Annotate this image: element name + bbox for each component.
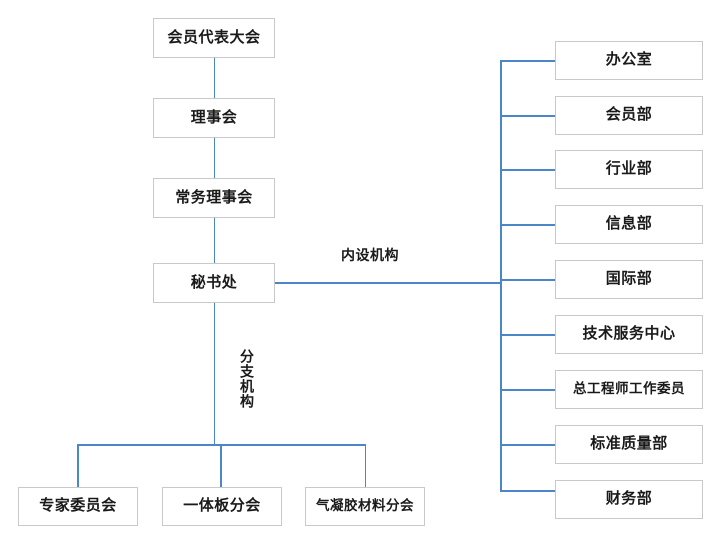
node-integrated-board[interactable]: 一体板分会 — [162, 487, 282, 526]
node-council[interactable]: 理事会 — [153, 98, 275, 138]
node-chief-engineer-label: 总工程师工作委员 — [573, 381, 685, 397]
node-secretariat[interactable]: 秘书处 — [153, 263, 275, 303]
connector-standing-to-secretariat — [213, 218, 215, 263]
node-integrated-board-label: 一体板分会 — [183, 497, 261, 515]
connector-stub-chief-engineer — [500, 389, 555, 391]
node-membership-label: 会员部 — [605, 106, 653, 124]
node-standard-quality-label: 标准质量部 — [590, 435, 668, 453]
connector-stub-industry — [500, 169, 555, 171]
connector-stub-office — [500, 60, 555, 62]
connector-secretariat-to-internal-trunk — [275, 282, 501, 284]
node-information-label: 信息部 — [605, 215, 653, 233]
node-standing-council-label: 常务理事会 — [175, 188, 253, 206]
node-chief-engineer[interactable]: 总工程师工作委员 — [555, 370, 703, 409]
node-tech-service[interactable]: 技术服务中心 — [555, 315, 703, 354]
connector-drop-aerogel-material — [364, 444, 366, 488]
node-expert-committee[interactable]: 专家委员会 — [18, 487, 138, 526]
connector-stub-information — [500, 224, 555, 226]
node-standing-council[interactable]: 常务理事会 — [153, 178, 275, 218]
connector-council-to-standing — [213, 138, 215, 178]
connector-stub-international — [500, 279, 555, 281]
node-council-label: 理事会 — [190, 108, 238, 126]
node-office[interactable]: 办公室 — [555, 41, 703, 80]
node-assembly[interactable]: 会员代表大会 — [153, 18, 275, 58]
connector-stub-tech-service — [500, 334, 555, 336]
node-finance[interactable]: 财务部 — [555, 480, 703, 519]
node-international[interactable]: 国际部 — [555, 260, 703, 299]
node-standard-quality[interactable]: 标准质量部 — [555, 425, 703, 464]
connector-branch-bus — [77, 444, 366, 446]
node-secretariat-label: 秘书处 — [190, 273, 238, 291]
node-office-label: 办公室 — [605, 51, 653, 69]
node-finance-label: 财务部 — [605, 490, 653, 508]
node-aerogel-material[interactable]: 气凝胶材料分会 — [305, 487, 425, 526]
connector-secretariat-to-branch-bus — [213, 303, 215, 445]
connector-drop-expert-committee — [77, 444, 79, 488]
node-membership[interactable]: 会员部 — [555, 96, 703, 135]
connector-stub-membership — [500, 115, 555, 117]
node-information[interactable]: 信息部 — [555, 205, 703, 244]
node-expert-committee-label: 专家委员会 — [39, 497, 117, 515]
node-aerogel-material-label: 气凝胶材料分会 — [316, 498, 414, 514]
node-tech-service-label: 技术服务中心 — [582, 325, 676, 343]
node-assembly-label: 会员代表大会 — [167, 28, 261, 46]
edge-label-internal: 内设机构 — [341, 245, 399, 265]
connector-assembly-to-council — [213, 57, 215, 98]
node-industry[interactable]: 行业部 — [555, 150, 703, 189]
edge-label-branch: 分支机构 — [239, 347, 255, 411]
connector-stub-standard-quality — [500, 444, 555, 446]
connector-stub-finance — [500, 490, 555, 492]
node-industry-label: 行业部 — [605, 160, 653, 178]
connector-drop-integrated-board — [220, 444, 222, 488]
connector-internal-trunk — [500, 60, 502, 491]
node-international-label: 国际部 — [605, 270, 653, 288]
